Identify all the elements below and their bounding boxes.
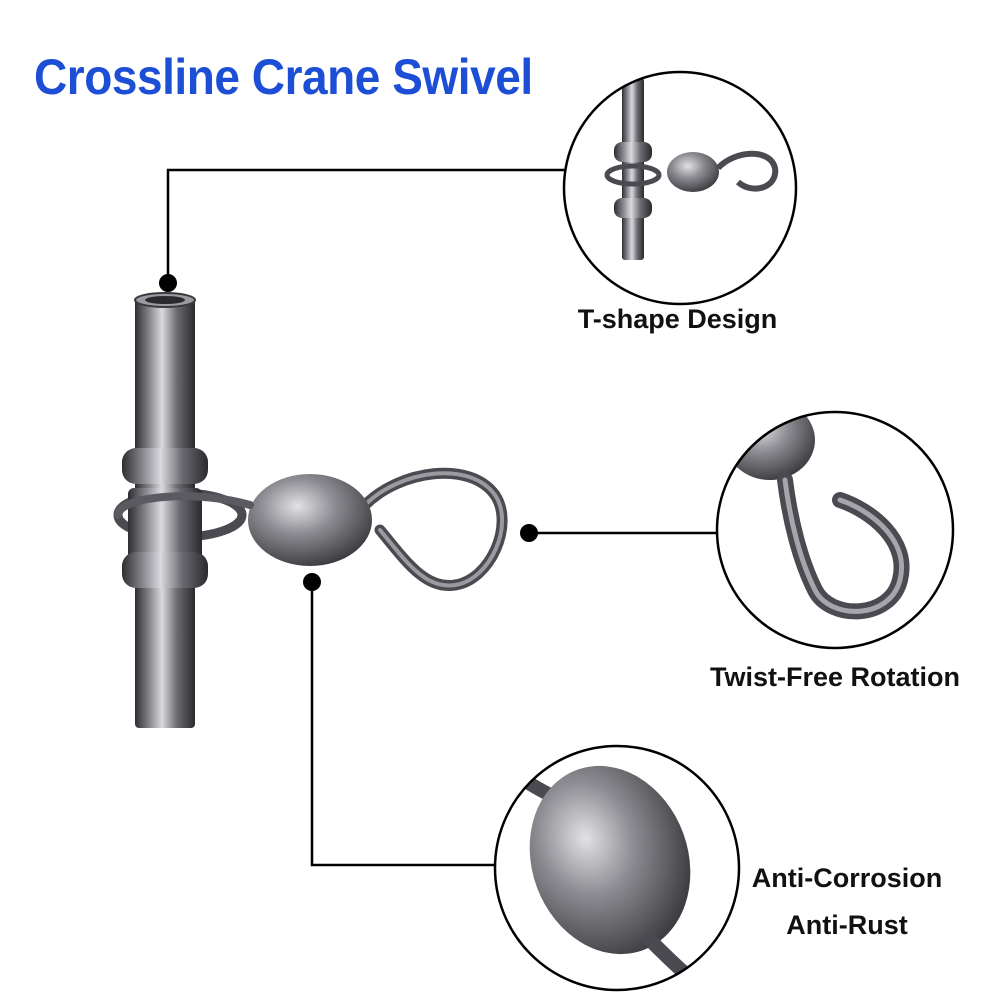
callout-line-tshape [166, 168, 565, 280]
feature-label-twist-free: Twist-Free Rotation [709, 662, 960, 692]
callout-dot-corrosion [303, 573, 321, 591]
feature-label-anti-corrosion: Anti-Corrosion [751, 863, 943, 893]
swivel-main-image [113, 292, 508, 728]
detail-circle-corrosion [493, 744, 741, 992]
callout-dot-tshape [159, 274, 177, 292]
detail-circle-twist [715, 410, 955, 650]
callout-dot-twist [520, 524, 538, 542]
detail-circle-tshape [562, 70, 798, 306]
feature-label-anti-rust: Anti-Rust [786, 910, 908, 940]
product-title: Crossline Crane Swivel [34, 49, 533, 105]
callout-line-corrosion [310, 585, 495, 867]
feature-label-tshape: T-shape Design [577, 304, 778, 334]
